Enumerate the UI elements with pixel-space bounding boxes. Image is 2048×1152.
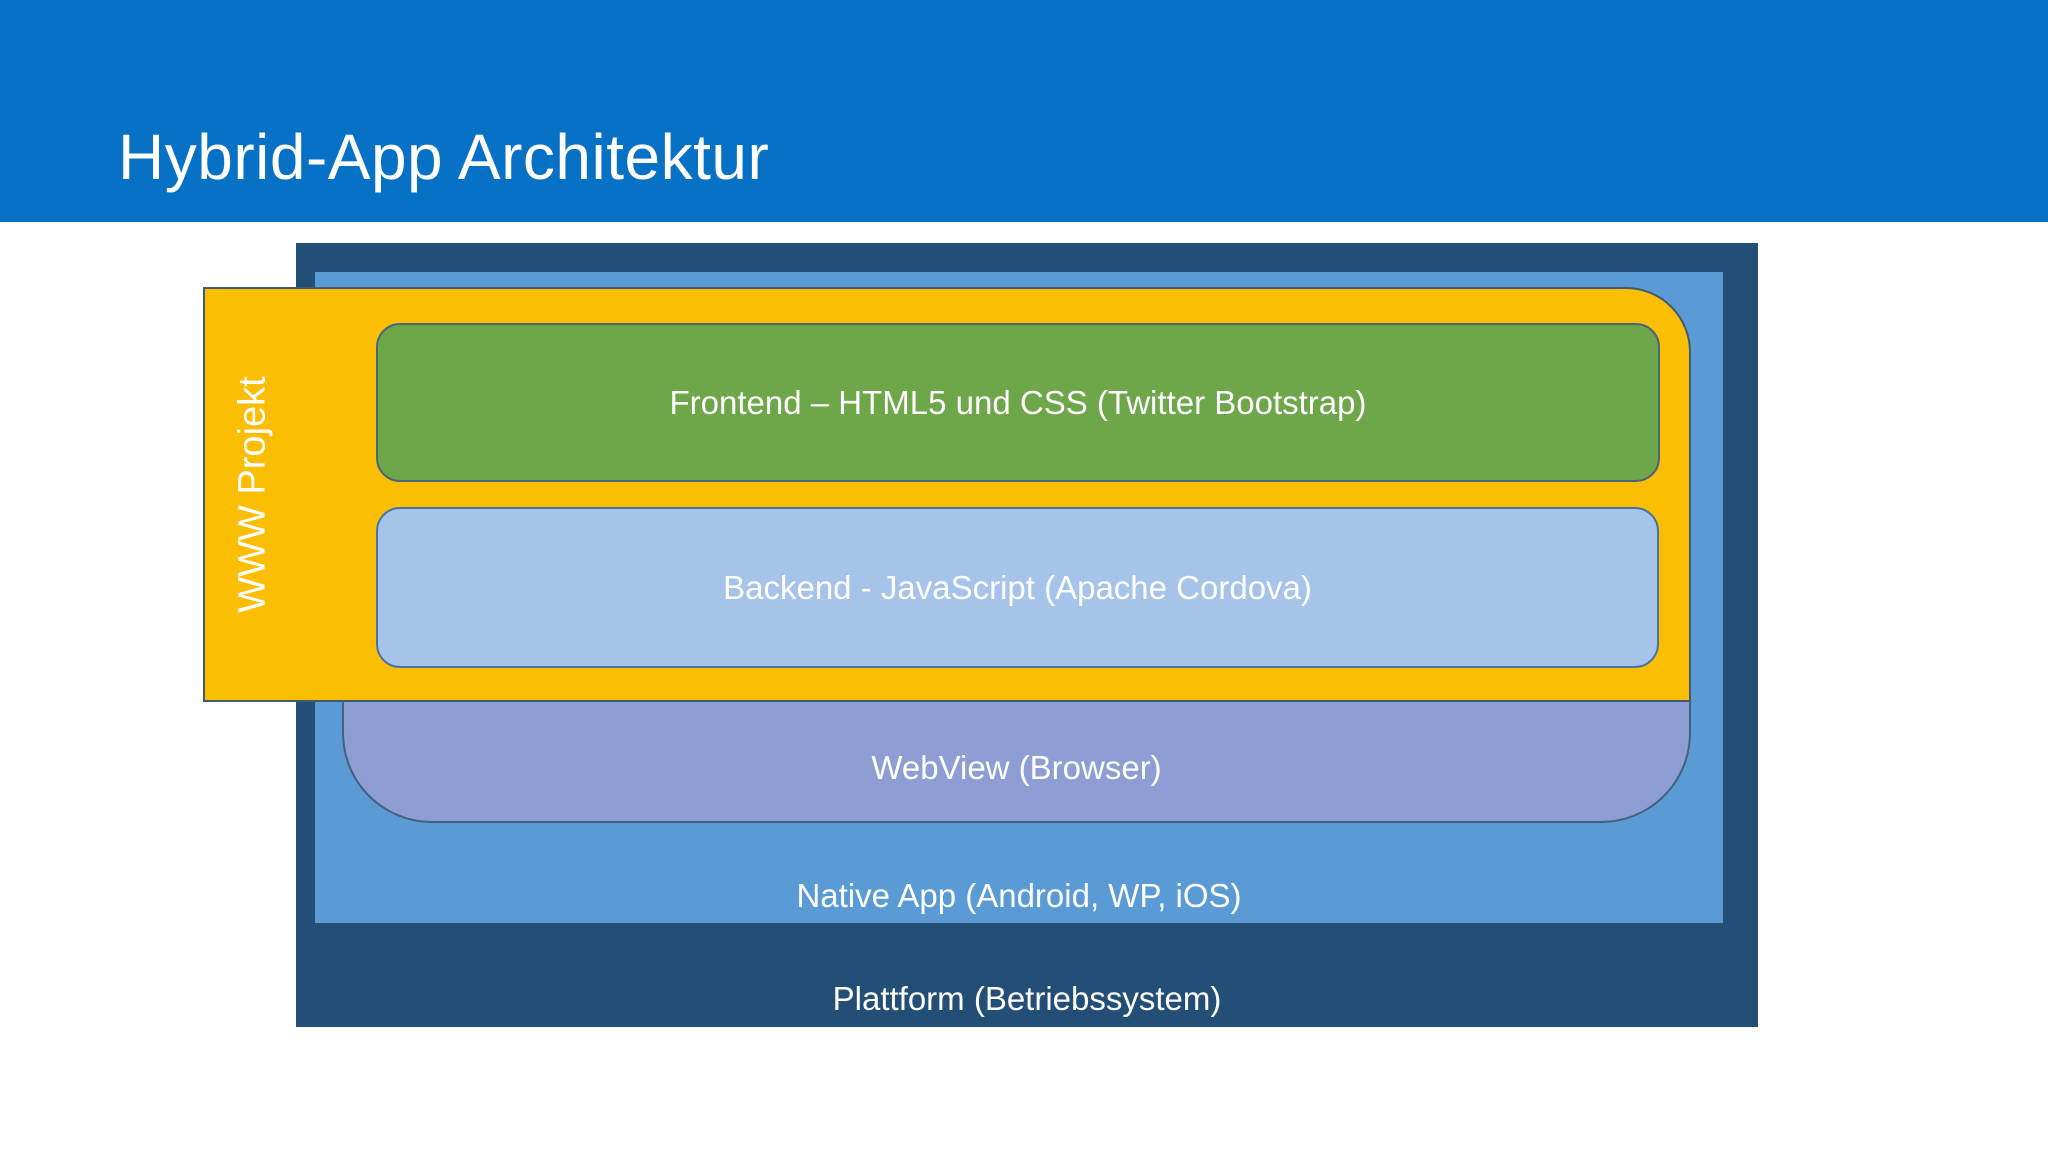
layer-frontend-label: Frontend – HTML5 und CSS (Twitter Bootst… (669, 383, 1367, 421)
slide-title: Hybrid-App Architektur (118, 121, 770, 193)
layer-backend: Backend - JavaScript (Apache Cordova) (376, 507, 1659, 668)
layer-www-project-label: WWW Projekt (231, 376, 274, 613)
layer-platform-label: Plattform (Betriebssystem) (832, 980, 1222, 1017)
layer-webview-label: WebView (Browser) (871, 749, 1162, 786)
www-project-label-column: WWW Projekt (205, 289, 301, 700)
layer-frontend: Frontend – HTML5 und CSS (Twitter Bootst… (376, 323, 1660, 482)
layer-native-app-label: Native App (Android, WP, iOS) (796, 877, 1242, 914)
layer-backend-label: Backend - JavaScript (Apache Cordova) (723, 568, 1312, 606)
slide-header-bar: Hybrid-App Architektur (0, 0, 2048, 222)
